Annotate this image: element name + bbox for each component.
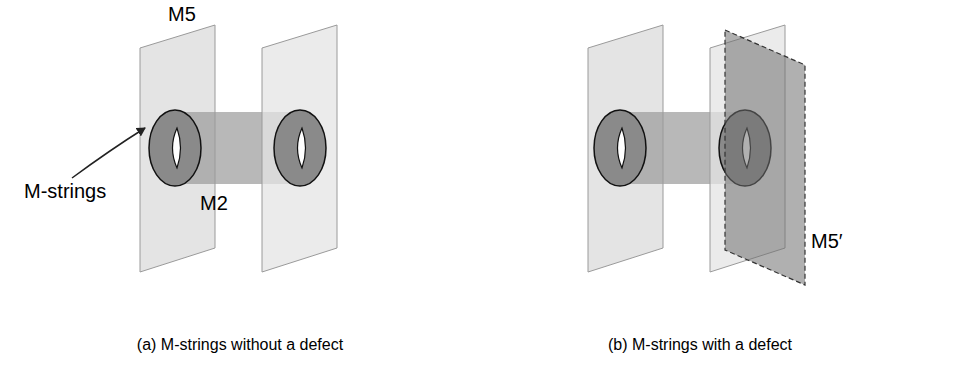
caption: (b) M-strings with a defect: [608, 336, 792, 354]
defect-plane: [725, 30, 805, 285]
leader-arrow: [72, 128, 145, 178]
callout-label: M-strings: [24, 180, 106, 202]
caption: (a) M-strings without a defect: [137, 336, 343, 354]
torus: [594, 110, 646, 186]
plane: M5′: [725, 30, 805, 285]
m5-plane-label: M5: [168, 3, 196, 25]
callout-label: M2: [200, 192, 228, 214]
torus: [274, 110, 326, 186]
torus: [149, 110, 201, 186]
m5-plane: [262, 25, 337, 272]
plane: M5: [140, 25, 215, 272]
defect-plane-label: M5′: [811, 230, 843, 252]
